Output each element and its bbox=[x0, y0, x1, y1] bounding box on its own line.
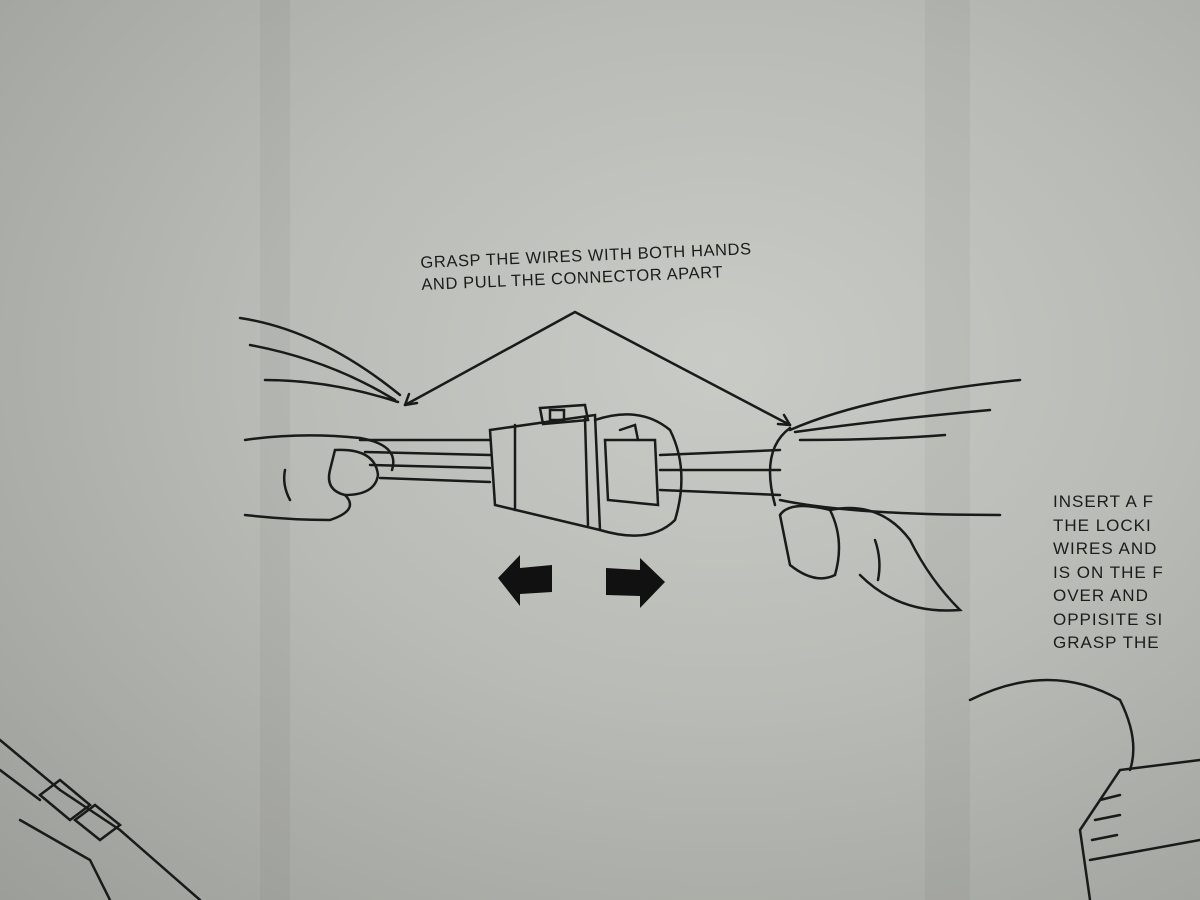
right-hand bbox=[768, 426, 963, 612]
bottom-left-connector-fragment bbox=[0, 738, 202, 900]
left-hand bbox=[243, 434, 395, 522]
left-wire-ends bbox=[238, 316, 492, 484]
side-line: THE LOCKI bbox=[1053, 515, 1152, 535]
arrow-left-icon bbox=[498, 555, 552, 606]
side-instruction-text: INSERT A F THE LOCKI WIRES AND IS ON THE… bbox=[1053, 490, 1164, 655]
arrow-right-icon bbox=[606, 558, 665, 608]
connector-body bbox=[488, 403, 683, 537]
side-line: INSERT A F bbox=[1053, 492, 1155, 511]
right-wire-ends bbox=[658, 378, 1022, 517]
bottom-right-connector-fragment bbox=[968, 678, 1200, 900]
side-line: WIRES AND bbox=[1053, 539, 1158, 558]
leader-lines bbox=[403, 310, 792, 427]
side-line: OPPISITE SI bbox=[1053, 609, 1164, 629]
side-line: GRASP THE bbox=[1053, 633, 1160, 652]
pull-apart-arrows bbox=[498, 555, 665, 608]
side-line: OVER AND bbox=[1053, 586, 1149, 605]
side-line: IS ON THE F bbox=[1053, 562, 1164, 582]
